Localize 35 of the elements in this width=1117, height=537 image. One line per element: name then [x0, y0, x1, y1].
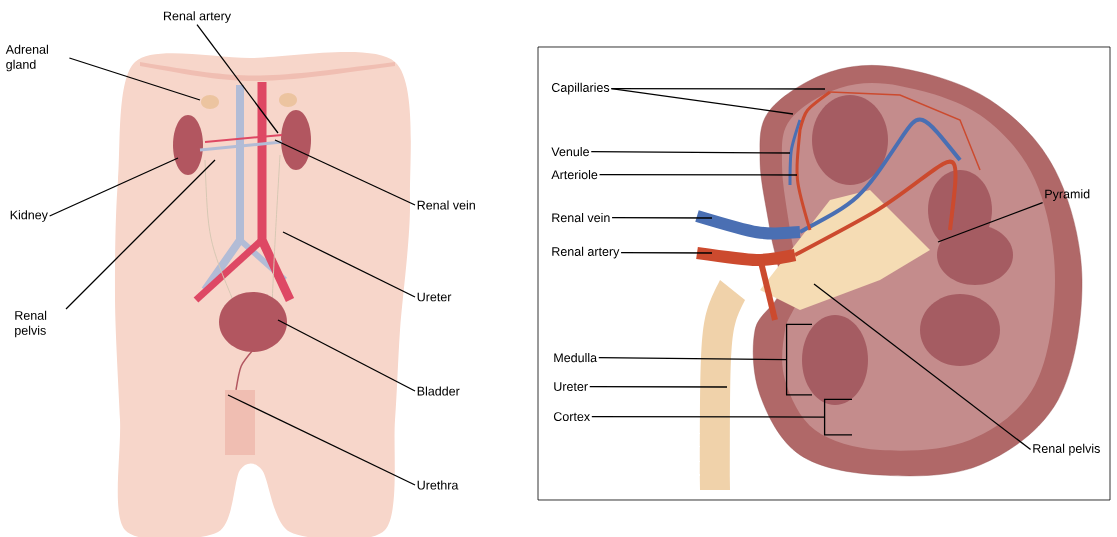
leader-line [68, 57, 201, 101]
leader-line [277, 319, 416, 392]
leader-line [227, 394, 416, 486]
label: Cortex [553, 412, 590, 421]
label: Venule [551, 147, 589, 157]
label: Arteriole [551, 170, 598, 180]
leader-line [937, 201, 1044, 243]
leader-line [620, 251, 713, 254]
bracket [823, 398, 853, 436]
label: Renal pelvis [15, 310, 47, 338]
label: Renal pelvis [1033, 443, 1100, 456]
label: Renal artery [164, 11, 231, 23]
label: Renal vein [552, 213, 610, 223]
leader-line [589, 385, 728, 388]
leader-line [610, 87, 794, 115]
label: Capillaries [551, 82, 610, 95]
leader-line [49, 157, 179, 217]
label: Renal artery [552, 246, 620, 259]
label: Ureter [417, 292, 452, 302]
leader-line [591, 415, 826, 418]
label: Kidney [10, 210, 48, 222]
bracket [785, 323, 813, 396]
label: Bladder [417, 386, 460, 396]
label: Adrenal gland [5, 44, 48, 72]
label: Medulla [554, 353, 598, 363]
leader-line [611, 216, 713, 219]
label: Renal vein [417, 200, 475, 210]
label: Ureter [554, 382, 588, 391]
panel-frame [537, 46, 1111, 501]
leader-line [196, 23, 279, 134]
label: Urethra [417, 480, 459, 490]
leader-line [65, 159, 216, 310]
leader-line [590, 150, 791, 154]
leader-line [598, 173, 798, 176]
leader-line [598, 356, 788, 361]
